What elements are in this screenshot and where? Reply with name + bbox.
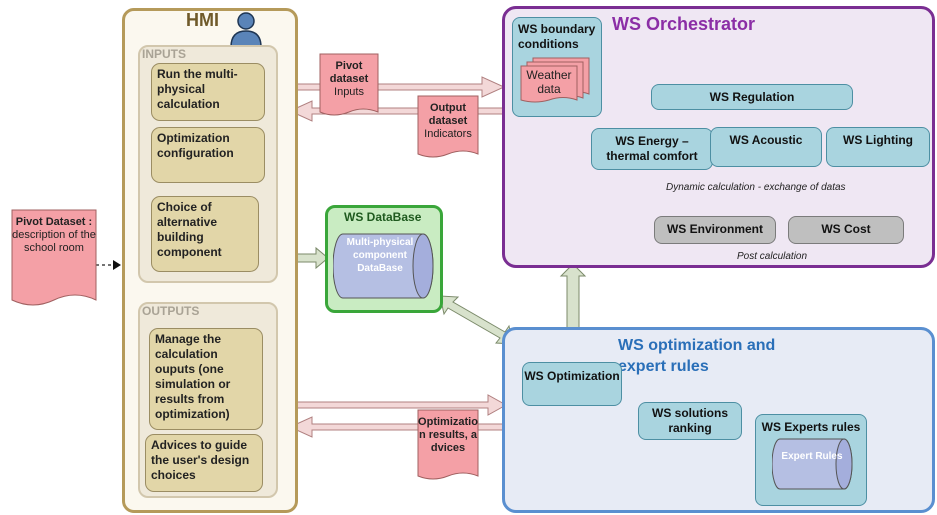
inputs-label: INPUTS xyxy=(142,47,187,61)
optimization-title: WS optimization and expert rules xyxy=(618,337,776,375)
database-content: Multi-physical component DataBase xyxy=(346,237,414,274)
pivot-inputs-sub: Inputs xyxy=(334,86,364,98)
weather-data-text: Weather data xyxy=(526,68,572,96)
arrow-hmi-to-optimization xyxy=(295,394,508,416)
output-indicators-doc xyxy=(417,95,479,158)
pivot-dataset-description: description of the school room xyxy=(12,229,96,254)
expert-rules-text: Expert Rules xyxy=(781,451,843,462)
pivot-dataset-doc-text: Pivot Dataset : description of the schoo… xyxy=(12,216,96,255)
ws-acoustic[interactable]: WS Acoustic xyxy=(710,127,822,167)
dynamic-calculation-note: Dynamic calculation - exchange of datas xyxy=(666,182,846,193)
user-icon xyxy=(230,12,262,48)
output-indicators-text: Output dataset Indicators xyxy=(418,102,478,141)
optim-results-text: Optimization results, advices xyxy=(418,416,478,454)
database-cylinder-icon xyxy=(333,233,434,299)
ws-regulation[interactable]: WS Regulation xyxy=(651,84,853,110)
alternative-component-box[interactable]: Choice of alternative building component xyxy=(151,196,259,272)
ws-boundary-label: WS boundary conditions xyxy=(518,22,596,51)
ws-solutions-ranking[interactable]: WS solutions ranking xyxy=(638,402,742,440)
pivot-inputs-doc xyxy=(319,53,379,116)
pivot-inputs-title: Pivot dataset xyxy=(329,60,369,85)
optimization-configuration-box[interactable]: Optimization configuration xyxy=(151,127,265,183)
dashed-arrowhead xyxy=(113,260,121,270)
outputs-label: OUTPUTS xyxy=(142,304,200,318)
expert-rules-cylinder-icon xyxy=(772,438,853,490)
advices-box[interactable]: Advices to guide the user's design choic… xyxy=(145,434,263,492)
weather-doc-stack xyxy=(520,57,590,103)
ws-lighting[interactable]: WS Lighting xyxy=(826,127,930,167)
hmi-title: HMI xyxy=(186,10,219,30)
ws-environment[interactable]: WS Environment xyxy=(654,216,776,244)
optim-results-doc xyxy=(417,409,479,480)
database-title: WS DataBase xyxy=(344,210,422,224)
output-indicators-title: Output dataset xyxy=(428,102,468,127)
manage-outputs-box[interactable]: Manage the calculation ouputs (one simul… xyxy=(149,328,263,430)
ws-optimization[interactable]: WS Optimization xyxy=(522,362,622,406)
output-indicators-sub: Indicators xyxy=(424,128,472,140)
pivot-inputs-text: Pivot dataset Inputs xyxy=(320,60,378,99)
run-calculation-box[interactable]: Run the multi-physical calculation xyxy=(151,63,265,121)
ws-cost[interactable]: WS Cost xyxy=(788,216,904,244)
ws-energy-thermal-comfort[interactable]: WS Energy – thermal comfort xyxy=(591,128,713,170)
pivot-dataset-title: Pivot Dataset : xyxy=(15,216,93,228)
post-calculation-note: Post calculation xyxy=(737,251,808,262)
ws-experts-label: WS Experts rules xyxy=(761,420,861,434)
orchestrator-title: WS Orchestrator xyxy=(612,14,756,34)
pivot-dataset-doc xyxy=(11,209,97,306)
